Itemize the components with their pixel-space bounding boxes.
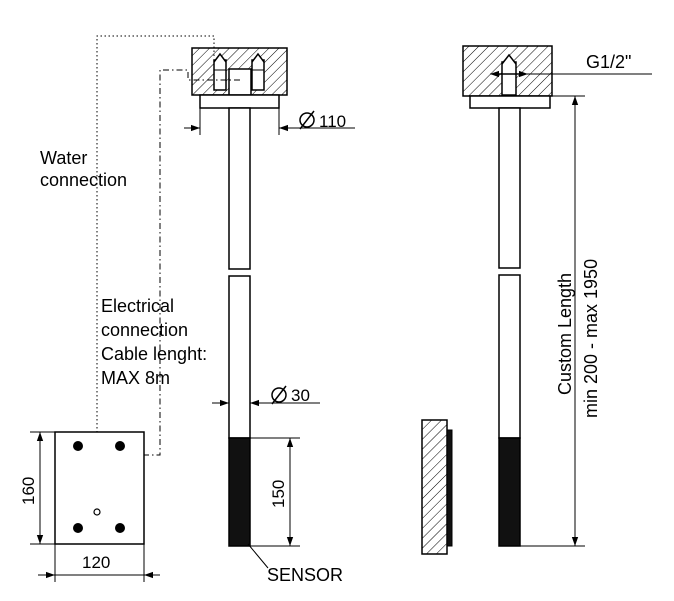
sensor-leader [247, 543, 269, 569]
custom-length-label: Custom Length [555, 273, 575, 395]
electrical-line [144, 69, 240, 456]
elec-label-3: Cable lenght: [101, 344, 207, 364]
sensor-label: SENSOR [267, 565, 343, 585]
sensor-right [498, 437, 521, 547]
water-label-2: connection [40, 170, 127, 190]
right-fitting [251, 52, 265, 91]
dim-120-text: 120 [82, 553, 110, 572]
control-box: 160 120 [19, 431, 160, 582]
wall-section [421, 419, 448, 555]
flange-left [199, 94, 280, 109]
pipe-upper-right [498, 107, 521, 269]
dim-pipe-diameter: 30 [212, 385, 320, 407]
left-fitting [213, 52, 227, 91]
elec-label-4: MAX 8m [101, 368, 170, 388]
pipe-lower-right [498, 274, 521, 439]
elec-label-2: connection [101, 320, 188, 340]
left-view: 110 30 150 SENSOR [184, 47, 355, 585]
dim-box-height: 160 [19, 431, 55, 545]
dim-110-text: 110 [319, 112, 346, 131]
pipe-lower-left [228, 275, 251, 439]
water-label-1: Water [40, 148, 87, 168]
dim-160-text: 160 [19, 477, 38, 505]
dim-box-width: 120 [38, 544, 160, 582]
dim-sensor-length: 150 [250, 437, 300, 547]
dim-30-text: 30 [291, 386, 310, 405]
thread-label: G1/2" [586, 52, 631, 72]
valve-body [228, 68, 252, 96]
side-fitting [490, 53, 528, 96]
dim-150-text: 150 [269, 480, 288, 508]
right-view: G1/2" Custom Length min 200 - max 1950 [421, 45, 652, 555]
elec-label-1: Electrical [101, 296, 174, 316]
dim-flange-diameter: 110 [184, 108, 355, 135]
pipe-upper-left [228, 107, 251, 270]
flange-right [469, 95, 551, 109]
connections: Water connection Electrical connection C… [40, 35, 240, 456]
dim-custom-length: Custom Length min 200 - max 1950 [520, 95, 601, 547]
sensor-left [228, 437, 251, 547]
control-box-body [54, 431, 145, 545]
custom-range-label: min 200 - max 1950 [581, 259, 601, 418]
